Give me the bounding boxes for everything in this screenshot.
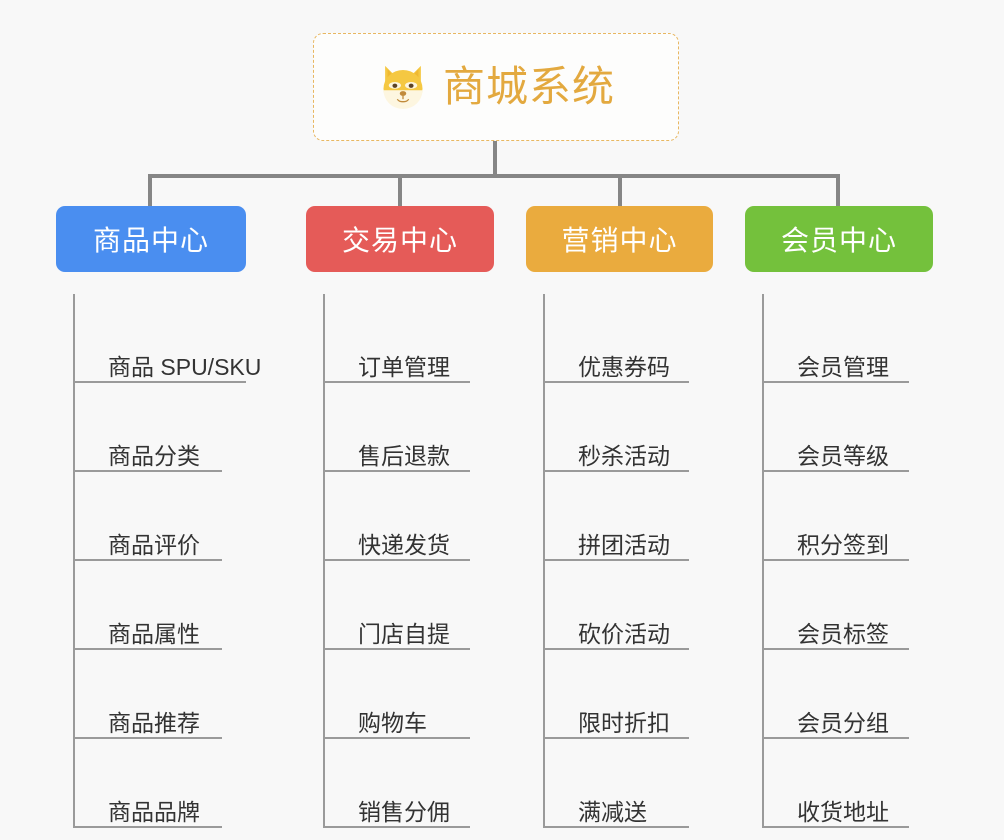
list-item-label: 商品推荐 bbox=[108, 709, 200, 736]
connector-drop-product-center bbox=[148, 174, 152, 206]
column-marketing-center: 营销中心 优惠券码 秒杀活动 拼团活动 砍价活动 限时折扣 满减送 bbox=[526, 206, 713, 828]
list-item[interactable]: 购物车 bbox=[325, 650, 494, 739]
list-item[interactable]: 限时折扣 bbox=[545, 650, 713, 739]
list-item-label: 会员管理 bbox=[797, 353, 889, 380]
connector-drop-member-center bbox=[836, 174, 840, 206]
list-item-label: 拼团活动 bbox=[578, 531, 670, 558]
root-node-mall-system[interactable]: 商城系统 bbox=[313, 33, 679, 141]
list-item[interactable]: 商品 SPU/SKU bbox=[75, 294, 261, 383]
list-item-label: 门店自提 bbox=[358, 620, 450, 647]
list-item-label: 积分签到 bbox=[797, 531, 889, 558]
list-item[interactable]: 会员标签 bbox=[764, 561, 933, 650]
leaf-list-member-center: 会员管理 会员等级 积分签到 会员标签 会员分组 收货地址 bbox=[762, 294, 933, 828]
list-item-label: 销售分佣 bbox=[358, 798, 450, 825]
list-item-label: 会员等级 bbox=[797, 442, 889, 469]
list-item[interactable]: 商品属性 bbox=[75, 561, 246, 650]
list-item[interactable]: 商品推荐 bbox=[75, 650, 246, 739]
list-item-label: 满减送 bbox=[578, 798, 647, 825]
column-product-center: 商品中心 商品 SPU/SKU 商品分类 商品评价 商品属性 商品推荐 商品品牌 bbox=[56, 206, 261, 828]
leaf-list-product-center: 商品 SPU/SKU 商品分类 商品评价 商品属性 商品推荐 商品品牌 bbox=[73, 294, 261, 828]
list-item-label: 秒杀活动 bbox=[578, 442, 670, 469]
list-item[interactable]: 秒杀活动 bbox=[545, 383, 713, 472]
list-item[interactable]: 商品评价 bbox=[75, 472, 246, 561]
list-item-label: 限时折扣 bbox=[578, 709, 670, 736]
list-item[interactable]: 会员分组 bbox=[764, 650, 933, 739]
category-header-marketing-center[interactable]: 营销中心 bbox=[526, 206, 713, 272]
list-item[interactable]: 积分签到 bbox=[764, 472, 933, 561]
list-item[interactable]: 快递发货 bbox=[325, 472, 494, 561]
list-item[interactable]: 会员管理 bbox=[764, 294, 933, 383]
list-item[interactable]: 收货地址 bbox=[764, 739, 933, 828]
connector-bus bbox=[148, 174, 840, 178]
list-item[interactable]: 门店自提 bbox=[325, 561, 494, 650]
connector-drop-trade-center bbox=[398, 174, 402, 206]
list-item-label: 售后退款 bbox=[358, 442, 450, 469]
list-item-label: 会员标签 bbox=[797, 620, 889, 647]
list-item[interactable]: 售后退款 bbox=[325, 383, 494, 472]
category-header-member-center[interactable]: 会员中心 bbox=[745, 206, 933, 272]
list-item[interactable]: 销售分佣 bbox=[325, 739, 494, 828]
connector-trunk bbox=[493, 141, 497, 177]
list-item[interactable]: 砍价活动 bbox=[545, 561, 713, 650]
column-member-center: 会员中心 会员管理 会员等级 积分签到 会员标签 会员分组 收货地址 bbox=[745, 206, 933, 828]
category-header-product-center[interactable]: 商品中心 bbox=[56, 206, 246, 272]
leaf-list-trade-center: 订单管理 售后退款 快递发货 门店自提 购物车 销售分佣 bbox=[323, 294, 494, 828]
root-node-title: 商城系统 bbox=[442, 63, 615, 110]
category-header-label: 商品中心 bbox=[92, 225, 209, 256]
category-header-trade-center[interactable]: 交易中心 bbox=[306, 206, 494, 272]
list-item[interactable]: 订单管理 bbox=[325, 294, 494, 383]
list-item[interactable]: 优惠券码 bbox=[545, 294, 713, 383]
list-item[interactable]: 会员等级 bbox=[764, 383, 933, 472]
list-item-label: 优惠券码 bbox=[578, 353, 670, 380]
list-item-label: 购物车 bbox=[358, 709, 427, 736]
list-item[interactable]: 满减送 bbox=[545, 739, 713, 828]
category-header-label: 会员中心 bbox=[780, 225, 897, 256]
list-item-label: 订单管理 bbox=[358, 353, 450, 380]
list-item-label: 快递发货 bbox=[358, 531, 450, 558]
list-item-label: 收货地址 bbox=[797, 798, 889, 825]
list-item-label: 商品分类 bbox=[108, 442, 200, 469]
list-item-label: 会员分组 bbox=[797, 709, 889, 736]
column-trade-center: 交易中心 订单管理 售后退款 快递发货 门店自提 购物车 销售分佣 bbox=[306, 206, 494, 828]
connector-drop-marketing-center bbox=[618, 174, 622, 206]
category-header-label: 交易中心 bbox=[341, 225, 458, 256]
category-header-label: 营销中心 bbox=[561, 225, 678, 256]
list-item-label: 砍价活动 bbox=[578, 620, 670, 647]
shiba-dog-face-icon bbox=[383, 65, 423, 109]
list-item-label: 商品 SPU/SKU bbox=[108, 353, 262, 380]
list-item-label: 商品评价 bbox=[108, 531, 200, 558]
list-item[interactable]: 商品分类 bbox=[75, 383, 246, 472]
leaf-list-marketing-center: 优惠券码 秒杀活动 拼团活动 砍价活动 限时折扣 满减送 bbox=[543, 294, 713, 828]
list-item-label: 商品品牌 bbox=[108, 798, 200, 825]
list-item[interactable]: 商品品牌 bbox=[75, 739, 246, 828]
list-item[interactable]: 拼团活动 bbox=[545, 472, 713, 561]
list-item-label: 商品属性 bbox=[108, 620, 200, 647]
